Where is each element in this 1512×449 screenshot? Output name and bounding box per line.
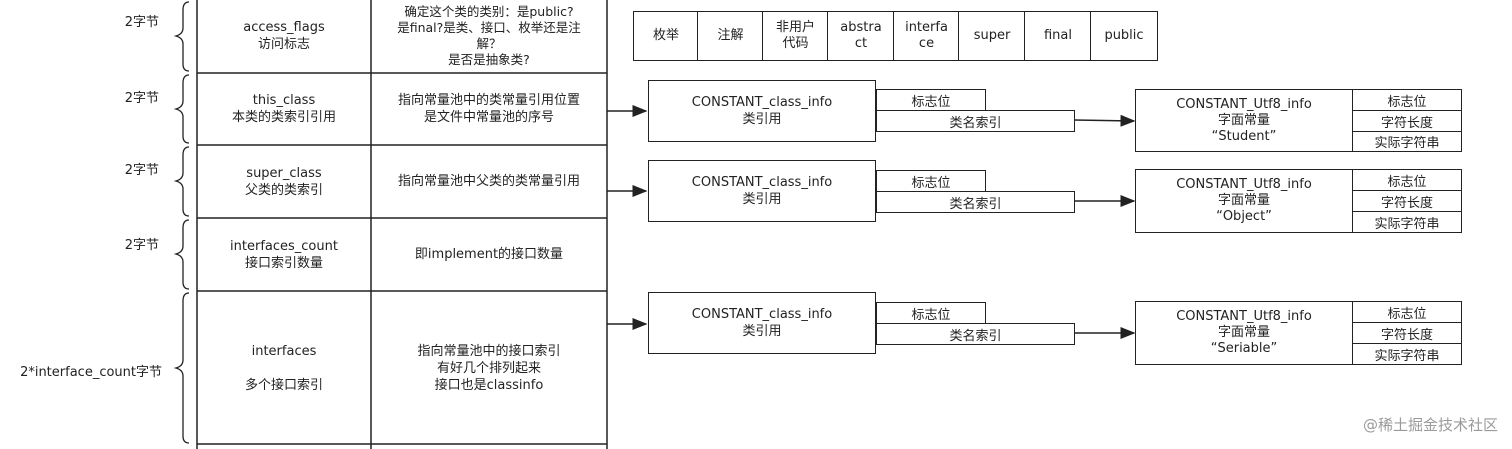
flag-super: super — [958, 11, 1026, 61]
flag-interface: interfa ce — [893, 11, 960, 61]
flag-abstract: abstra ct — [827, 11, 895, 61]
desc-interfaces: 指向常量池中的接口索引 有好几个排列起来 接口也是classinfo — [417, 343, 561, 393]
class-info-name-index: 类名索引 — [876, 110, 1075, 132]
size-label-access-flags: 2字节 — [124, 15, 159, 30]
flag-public: public — [1090, 11, 1158, 61]
flag-synthetic: 非用户 代码 — [762, 11, 829, 61]
size-braces — [173, 1, 190, 444]
class-info-name-index: 类名索引 — [876, 323, 1075, 345]
field-interfaces: interfaces 多个接口索引 — [244, 343, 323, 393]
utf8-info-length: 字符长度 — [1352, 110, 1462, 132]
class-info-title: CONSTANT_class_info 类引用 — [691, 307, 833, 339]
desc-super-class: 指向常量池中父类的类常量引用 — [397, 174, 580, 189]
utf8-info-flag: 标志位 — [1352, 169, 1462, 191]
size-label-interfaces-count: 2字节 — [124, 238, 159, 253]
class-info-box — [648, 80, 876, 142]
utf8-info-flag: 标志位 — [1352, 301, 1462, 323]
class-info-flag: 标志位 — [876, 170, 986, 192]
utf8-info-title: CONSTANT_Utf8_info 字面常量 “Object” — [1176, 177, 1312, 224]
class-info-title: CONSTANT_class_info 类引用 — [691, 175, 833, 207]
class-info-flag: 标志位 — [876, 302, 986, 324]
class-info-box — [648, 160, 876, 222]
class-info-title: CONSTANT_class_info 类引用 — [691, 95, 833, 127]
class-info-flag: 标志位 — [876, 89, 986, 111]
field-interfaces-count: interfaces_count 接口索引数量 — [230, 238, 338, 271]
arrows — [607, 105, 1136, 339]
field-this-class: this_class 本类的类索引引用 — [231, 93, 336, 125]
class-info-box — [648, 292, 876, 354]
utf8-info-bytes: 实际字符串 — [1352, 343, 1462, 365]
size-label-interfaces: 2*interface_count字节 — [20, 365, 162, 380]
utf8-info-length: 字符长度 — [1352, 190, 1462, 212]
utf8-info-title: CONSTANT_Utf8_info 字面常量 “Seriable” — [1176, 309, 1312, 356]
utf8-info-flag: 标志位 — [1352, 89, 1462, 111]
utf8-info-box — [1135, 301, 1353, 365]
desc-access-flags: 确定这个类的类别：是public? 是final?是类、接口、枚举还是注 解？ … — [397, 4, 581, 67]
utf8-info-bytes: 实际字符串 — [1352, 131, 1462, 152]
utf8-info-box — [1135, 169, 1353, 233]
utf8-info-box — [1135, 89, 1353, 152]
utf8-info-length: 字符长度 — [1352, 322, 1462, 344]
field-super-class: super_class 父类的类索引 — [244, 165, 323, 198]
size-label-this-class: 2字节 — [124, 91, 159, 106]
flag-final: final — [1024, 11, 1092, 61]
flag-annotation: 注解 — [697, 11, 764, 61]
size-label-super-class: 2字节 — [124, 163, 159, 178]
utf8-info-bytes: 实际字符串 — [1352, 211, 1462, 233]
desc-interfaces-count: 即implement的接口数量 — [414, 247, 564, 262]
class-info-name-index: 类名索引 — [876, 191, 1075, 213]
watermark: @稀土掘金技术社区 — [1362, 416, 1498, 434]
utf8-info-title: CONSTANT_Utf8_info 字面常量 “Student” — [1176, 96, 1312, 144]
desc-this-class: 指向常量池中的类常量引用位置 是文件中常量池的序号 — [397, 93, 580, 125]
flag-enum: 枚举 — [633, 11, 699, 61]
field-table-lines — [196, 0, 608, 449]
field-access-flags: access_flags 访问标志 — [243, 20, 325, 52]
